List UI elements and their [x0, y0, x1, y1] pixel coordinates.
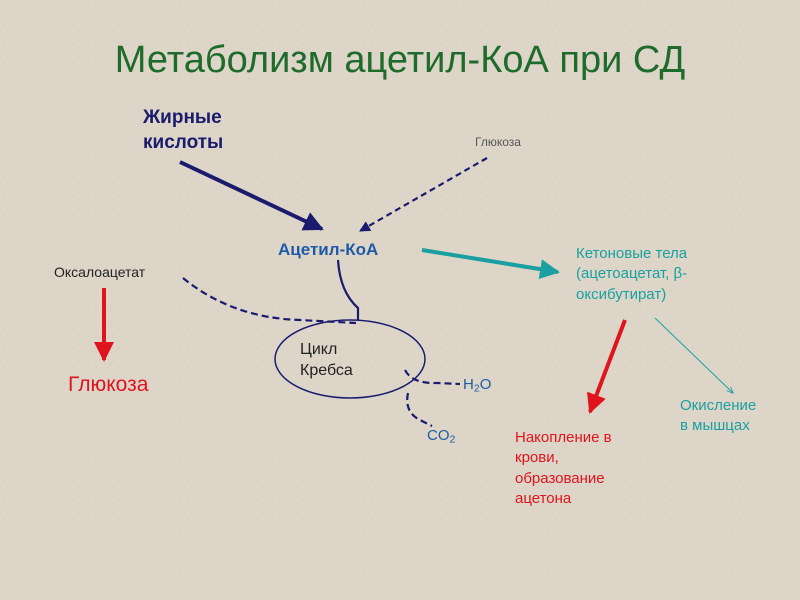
- co2-main: CO: [427, 427, 450, 444]
- oxidation-line-1: Окисление: [680, 397, 757, 414]
- accumulation-line-1: Накопление в: [515, 429, 612, 446]
- ketone-line-1: Кетоновые тела: [576, 245, 688, 262]
- krebs-line-1: Цикл: [300, 341, 338, 358]
- fatty-acids-line-2: кислоты: [143, 131, 224, 153]
- co2-subscript: 2: [449, 433, 456, 446]
- water-o: O: [479, 376, 492, 393]
- accumulation-line-2: крови,: [515, 449, 559, 467]
- glucose-source-label: Глюкоза: [475, 135, 521, 149]
- arrow-glucose-to-acetyl-coa: [359, 157, 488, 232]
- link-acetyl-coa-to-krebs: [336, 259, 360, 320]
- krebs-cycle-ellipse: [274, 319, 426, 399]
- water-subscript: 2: [473, 382, 480, 395]
- ketone-bodies-label: Кетоновые тела (ацетоацетат, β- оксибути…: [576, 244, 766, 305]
- muscle-oxidation-label: Окисление в мышцах: [680, 396, 790, 435]
- slide-title: Метаболизм ацетил-КоА при СД: [114, 39, 686, 81]
- link-oxaloacetate-to-krebs: [182, 277, 357, 325]
- arrow-ketone-bodies-to-muscle-oxidation: [654, 317, 733, 393]
- fatty-acids-line-1: Жирные: [143, 107, 222, 128]
- krebs-line-2: Кребса: [300, 361, 353, 379]
- fatty-acids-label: Жирные кислоты: [143, 106, 223, 155]
- water-h: H: [463, 376, 474, 393]
- oxidation-line-2: в мышцах: [680, 416, 750, 434]
- accumulation-line-3: образование: [515, 469, 605, 487]
- oxaloacetate-label: Оксалоацетат: [54, 264, 146, 280]
- link-krebs-to-water: [404, 369, 461, 386]
- glucose-product-label: Глюкоза: [68, 373, 149, 396]
- link-krebs-to-co2: [406, 392, 433, 427]
- krebs-cycle-label: Цикл Кребса: [300, 340, 390, 382]
- accumulation-line-4: ацетона: [515, 489, 572, 507]
- water-label: H2O: [463, 376, 491, 394]
- ketone-line-3: оксибутират): [576, 285, 667, 303]
- acetyl-coa-label: Ацетил-КоА: [278, 240, 379, 259]
- arrow-acetyl-coa-to-ketone-bodies: [421, 248, 560, 279]
- ketone-line-2: (ацетоацетат, β-: [576, 265, 688, 283]
- arrow-fatty-acids-to-acetyl-coa: [179, 160, 324, 231]
- arrow-ketone-bodies-to-accumulation: [587, 319, 627, 414]
- co2-label: CO2: [427, 427, 455, 445]
- blood-accumulation-label: Накопление в крови, образование ацетона: [515, 428, 655, 509]
